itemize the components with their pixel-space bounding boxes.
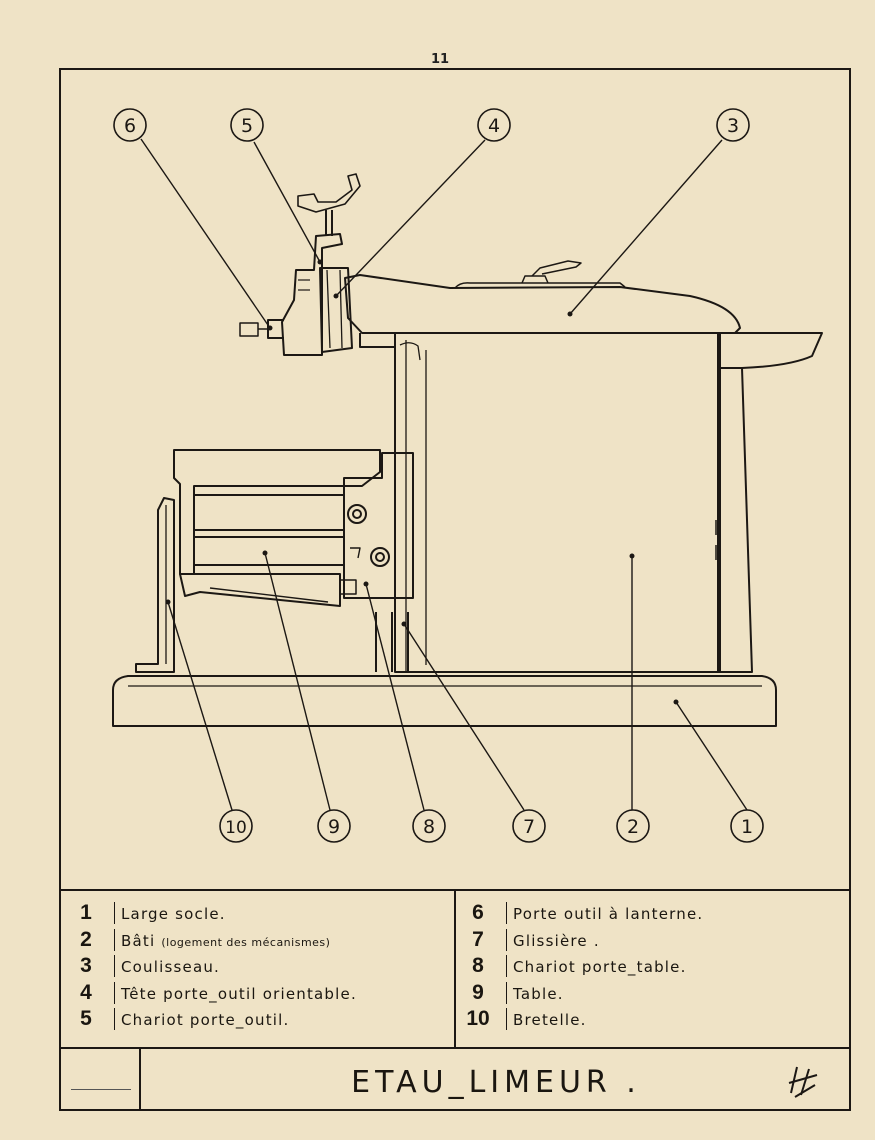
callout-label-10: 10 xyxy=(225,818,247,838)
legend-text: Coulisseau. xyxy=(121,958,221,976)
callout-5 xyxy=(230,108,264,142)
callout-7 xyxy=(512,809,546,843)
legend-row: 7 Glissière . xyxy=(459,928,839,955)
legend-left-column: 1 Large socle. 2 Bâti (logement des mécan… xyxy=(67,901,447,1034)
legend-number: 2 xyxy=(80,927,92,951)
legend-text: Bretelle. xyxy=(513,1011,587,1029)
callout-1 xyxy=(730,809,764,843)
callout-label-1: 1 xyxy=(741,816,753,838)
legend-number: 4 xyxy=(80,980,92,1004)
callout-label-8: 8 xyxy=(423,816,435,838)
legend-row: 6 Porte outil à lanterne. xyxy=(459,901,839,928)
callout-8 xyxy=(412,809,446,843)
page-number: 11 xyxy=(430,52,450,67)
legend-number: 1 xyxy=(80,901,92,924)
parts-legend: 1 Large socle. 2 Bâti (logement des mécan… xyxy=(59,889,851,1049)
frame-body xyxy=(394,332,721,673)
callout-label-3: 3 xyxy=(727,115,739,137)
legend-divider xyxy=(454,891,456,1049)
callout-label-4: 4 xyxy=(488,115,500,137)
legend-number: 5 xyxy=(80,1007,92,1030)
legend-text-main: Bâti xyxy=(121,931,156,950)
legend-row: 8 Chariot porte_table. xyxy=(459,954,839,981)
drawing-title: ETAU_LIMEUR . xyxy=(351,1065,641,1100)
legend-number: 9 xyxy=(472,980,484,1004)
title-block: ETAU_LIMEUR . xyxy=(59,1047,851,1111)
legend-number: 3 xyxy=(80,954,92,977)
ram-guide-top xyxy=(359,332,823,369)
legend-row: 10 Bretelle. xyxy=(459,1007,839,1034)
legend-row: 5 Chariot porte_outil. xyxy=(67,1007,447,1034)
legend-row: 4 Tête porte_outil orientable. xyxy=(67,981,447,1008)
table-chariot xyxy=(343,452,414,599)
legend-text: Glissière . xyxy=(513,931,600,950)
signature-mark-icon xyxy=(788,1066,818,1098)
callout-9 xyxy=(317,809,351,843)
legend-text: Large socle. xyxy=(121,905,226,923)
legend-text: Chariot porte_outil. xyxy=(121,1011,290,1029)
callout-label-5: 5 xyxy=(241,115,253,137)
callout-label-6: 6 xyxy=(124,115,136,137)
callout-label-9: 9 xyxy=(328,816,340,838)
callout-label-7: 7 xyxy=(523,816,535,838)
legend-number: 8 xyxy=(472,954,484,977)
legend-text: Chariot porte_table. xyxy=(513,958,687,976)
legend-row: 1 Large socle. xyxy=(67,901,447,928)
legend-number: 10 xyxy=(466,1007,490,1030)
legend-number: 7 xyxy=(472,927,484,951)
callout-2 xyxy=(616,809,650,843)
legend-row: 2 Bâti (logement des mécanismes) xyxy=(67,928,447,955)
callout-3 xyxy=(716,108,750,142)
bretelle-support xyxy=(135,497,175,673)
legend-text: Porte outil à lanterne. xyxy=(513,905,704,923)
legend-number: 6 xyxy=(472,901,484,924)
callout-10 xyxy=(219,809,253,843)
title-block-left-cell xyxy=(59,1049,141,1111)
legend-row: 3 Coulisseau. xyxy=(67,954,447,981)
legend-text: Bâti (logement des mécanismes) xyxy=(121,931,330,953)
callout-6 xyxy=(113,108,147,142)
legend-right-column: 6 Porte outil à lanterne. 7 Glissière . … xyxy=(459,901,839,1034)
drawing-frame xyxy=(59,68,851,1111)
legend-text: Tête porte_outil orientable. xyxy=(121,984,357,1003)
base-socle xyxy=(112,675,777,727)
legend-text: Table. xyxy=(513,984,564,1003)
legend-row: 9 Table. xyxy=(459,981,839,1008)
ram-coulisseau xyxy=(344,274,741,334)
legend-text-note: (logement des mécanismes) xyxy=(161,935,331,949)
callout-4 xyxy=(477,108,511,142)
callout-label-2: 2 xyxy=(627,816,639,838)
